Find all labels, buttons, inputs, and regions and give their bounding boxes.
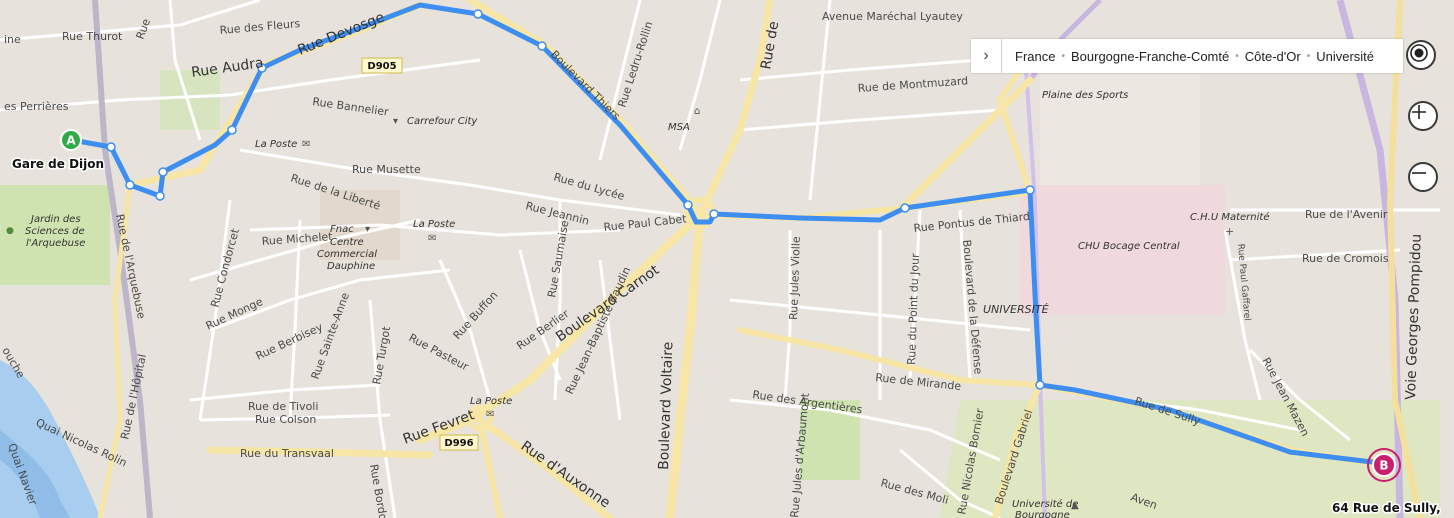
place-label-la-poste: La Poste	[255, 139, 297, 150]
road-label: Boulevard Voltaire	[656, 341, 676, 470]
place-label-fnac: Fnac	[330, 224, 354, 235]
locate-target-icon	[1410, 44, 1428, 62]
place-label-bourgogne: Bourgogne	[1015, 510, 1070, 518]
road-label: Rue Musette	[352, 163, 421, 176]
place-label-commercial: Commercial	[317, 249, 377, 260]
zoom-out-button[interactable]	[1408, 162, 1438, 192]
breadcrumb-separator: •	[1235, 50, 1239, 62]
place-label-universite-de: Université de	[1012, 498, 1078, 510]
route-line[interactable]	[69, 2, 1383, 466]
place-label-carrefour: Carrefour City	[407, 116, 478, 127]
shopping-cart-icon: ▾	[393, 116, 398, 127]
location-breadcrumb: › France • Bourgogne-Franche-Comté • Côt…	[971, 39, 1403, 73]
place-label-msa: MSA	[668, 122, 690, 133]
park-icon: ●	[6, 226, 14, 236]
marker-letter: B	[1379, 459, 1388, 473]
start-location-label: Gare de Dijon	[12, 157, 104, 171]
place-label-universite: UNIVERSITÉ	[983, 303, 1049, 316]
place-label-centre: Centre	[330, 237, 364, 248]
place-label-jardin: l'Arquebuse	[26, 238, 85, 249]
lake-area	[0, 430, 70, 518]
building-icon: ⌂	[694, 106, 700, 117]
svg-text:D905: D905	[367, 61, 396, 72]
road-label: Rue Thurot	[62, 30, 123, 43]
medical-cross-icon: +	[1225, 225, 1234, 238]
park-small-1	[160, 70, 220, 130]
svg-text:D996: D996	[444, 438, 473, 449]
place-label-jardin: Sciences de	[25, 226, 85, 237]
road-shield-d996: D996	[439, 434, 479, 451]
plus-icon	[1412, 105, 1426, 119]
breadcrumb-item-country[interactable]: France	[1015, 48, 1056, 64]
road-label: Rue Colson	[255, 413, 316, 426]
breadcrumb-separator: •	[1061, 50, 1065, 62]
place-label-jardin: Jardin des	[29, 214, 81, 225]
university-campus	[940, 400, 1440, 518]
shopping-cart-icon: ▾	[365, 224, 370, 235]
road-label: Rue du Transvaal	[240, 447, 334, 460]
place-label-chu-bocage: CHU Bocage Central	[1078, 241, 1180, 252]
road-label: es Perrières	[4, 100, 69, 113]
graduation-cap-icon: ▲	[1071, 500, 1079, 511]
road-label: ine	[4, 33, 21, 46]
envelope-icon: ✉	[486, 409, 494, 420]
place-label-dauphine: Dauphine	[327, 261, 375, 272]
road-label: Rue Jules Violle	[787, 236, 803, 320]
breadcrumb-item-region[interactable]: Bourgogne-Franche-Comté	[1070, 48, 1230, 64]
breadcrumb-expand-button[interactable]: ›	[971, 39, 1002, 73]
breadcrumb-item-department[interactable]: Côte-d'Or	[1244, 48, 1301, 64]
locate-me-button[interactable]	[1406, 40, 1436, 70]
sports-ground	[1040, 75, 1200, 185]
envelope-icon: ✉	[428, 233, 436, 244]
place-labels: Carrefour City ▾ La Poste ✉ La Poste ✉ L…	[6, 90, 1270, 518]
breadcrumb-item-locality[interactable]: Université	[1316, 48, 1375, 64]
place-label-la-poste: La Poste	[470, 396, 512, 407]
road-label: Rue de Cromois	[1302, 252, 1389, 265]
road-shield-d905: D905	[361, 57, 403, 74]
road-label: Avenue Maréchal Lyautey	[822, 10, 963, 23]
zoom-in-button[interactable]	[1408, 101, 1438, 131]
park-arquebuse	[0, 185, 110, 285]
minus-icon	[1412, 172, 1426, 174]
road-label: Rue de Tivoli	[248, 400, 318, 413]
breadcrumb-items: France • Bourgogne-Franche-Comté • Côte-…	[1002, 49, 1374, 64]
route-start-marker[interactable]: A	[60, 129, 82, 151]
place-label-la-poste: La Poste	[413, 219, 455, 230]
route-end-marker[interactable]: B	[1367, 448, 1401, 482]
marker-letter: A	[66, 134, 76, 148]
chevron-right-icon: ›	[983, 47, 989, 64]
end-location-label: 64 Rue de Sully,	[1332, 501, 1441, 515]
road-label: Voie Georges Pompidou	[1403, 234, 1425, 401]
place-label-plaine-des-sports: Plaine des Sports	[1042, 90, 1128, 101]
hospital-area	[1020, 185, 1225, 315]
road-label: Rue de l'Avenir	[1305, 208, 1388, 221]
road-label: Rue Michelet	[261, 230, 333, 248]
roundabout-2	[466, 404, 494, 432]
envelope-icon: ✉	[302, 139, 310, 150]
place-label-chu-maternite: C.H.U Maternité	[1190, 211, 1270, 223]
road-label: Rue du Point du Jour	[905, 253, 922, 365]
breadcrumb-separator: •	[1306, 50, 1311, 62]
